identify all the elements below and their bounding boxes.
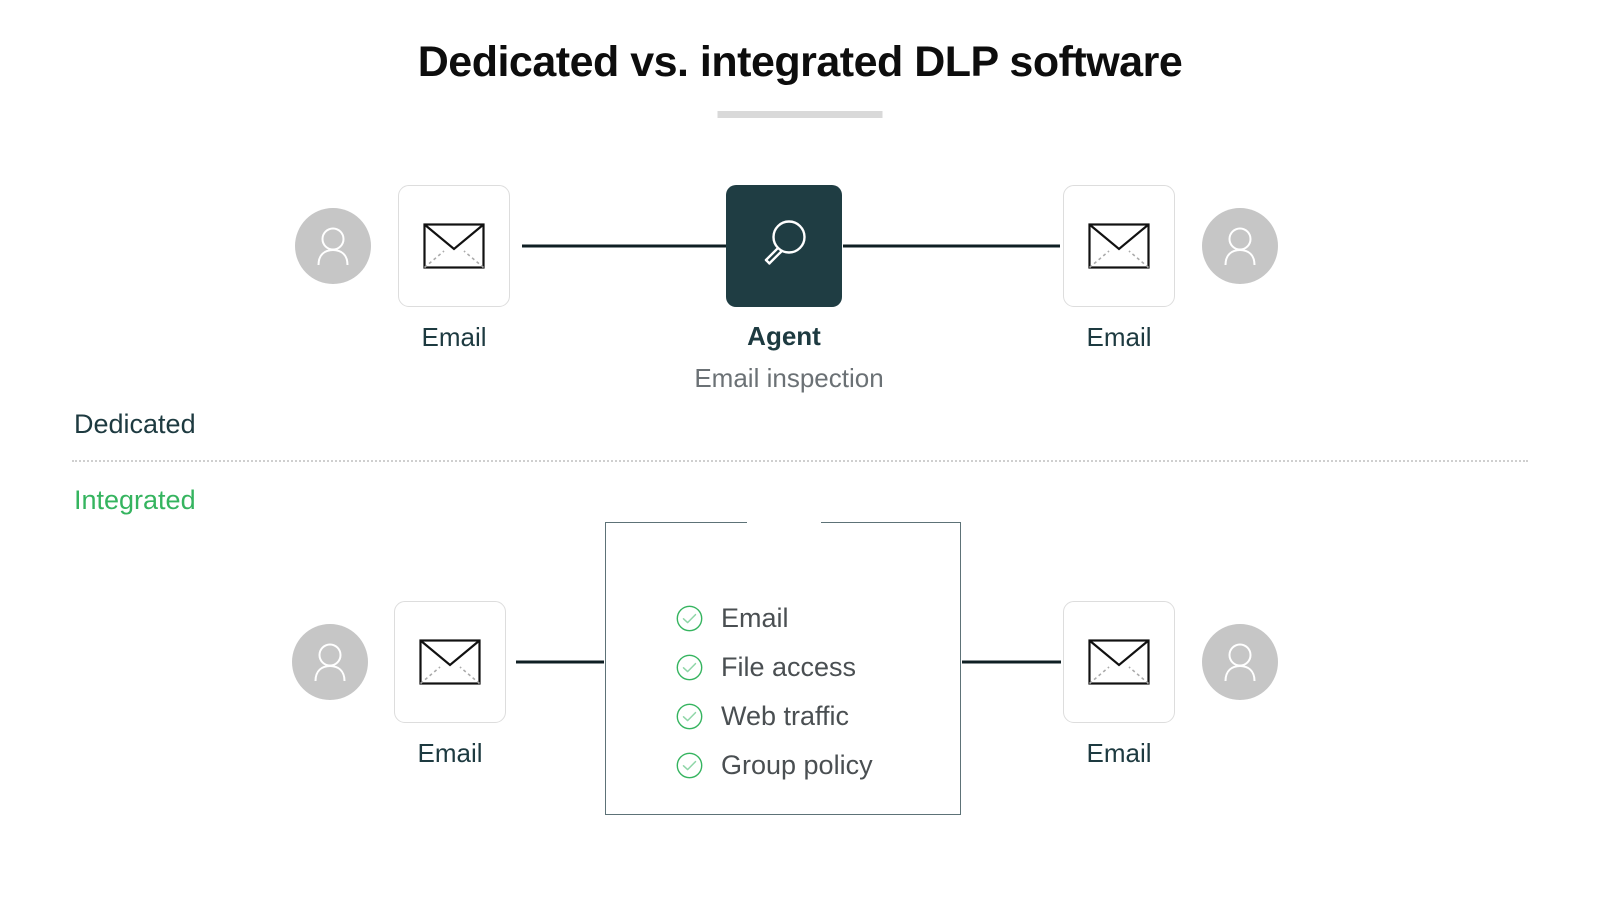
- person-icon: [1220, 225, 1260, 267]
- page-title: Dedicated vs. integrated DLP software: [417, 38, 1183, 86]
- list-item: Group policy: [676, 741, 873, 790]
- person-icon: [1220, 641, 1260, 683]
- dedicated-sender-email-card[interactable]: [398, 185, 510, 307]
- person-icon: [313, 225, 353, 267]
- envelope-icon: [423, 223, 485, 269]
- integrated-sender-email-card[interactable]: [394, 601, 506, 723]
- dedicated-sender-email-label: Email: [421, 322, 487, 352]
- envelope-icon: [1088, 639, 1150, 685]
- magnifier-icon: [755, 215, 813, 278]
- envelope-icon: [419, 639, 481, 685]
- title-underline-rule: [717, 111, 883, 118]
- section-label-dedicated: Dedicated: [74, 409, 196, 439]
- integrated-connector-left: [516, 660, 604, 664]
- dedicated-connector-right: [843, 244, 1060, 248]
- integrated-recipient-email-card[interactable]: [1063, 601, 1175, 723]
- integrated-recipient-email-label: Email: [1086, 738, 1152, 768]
- envelope-icon: [1088, 223, 1150, 269]
- email-card[interactable]: [1063, 601, 1175, 723]
- dedicated-connector-left: [522, 244, 726, 248]
- check-circle-icon: [676, 654, 703, 681]
- dedicated-agent-sublabel: Email inspection: [694, 363, 884, 393]
- integrated-check-list: Email File access Web traffic Group poli…: [676, 594, 873, 790]
- check-item-label: Web traffic: [721, 701, 850, 731]
- check-circle-icon: [676, 703, 703, 730]
- avatar: [292, 624, 368, 700]
- email-card[interactable]: [394, 601, 506, 723]
- check-item-label: File access: [721, 652, 857, 682]
- section-label-integrated: Integrated: [74, 485, 196, 515]
- integrated-connector-right: [962, 660, 1061, 664]
- panel-notch-mask: [747, 499, 821, 573]
- dedicated-recipient-email-card[interactable]: [1063, 185, 1175, 307]
- section-divider: [72, 460, 1528, 462]
- check-circle-icon: [676, 752, 703, 779]
- dedicated-agent-box[interactable]: [726, 185, 842, 307]
- integrated-sender-avatar: [292, 624, 368, 700]
- email-card[interactable]: [398, 185, 510, 307]
- dedicated-sender-avatar: [295, 208, 371, 284]
- agent-box[interactable]: [726, 185, 842, 307]
- email-card[interactable]: [1063, 185, 1175, 307]
- avatar: [1202, 624, 1278, 700]
- avatar: [1202, 208, 1278, 284]
- person-icon: [310, 641, 350, 683]
- list-item: File access: [676, 643, 873, 692]
- dedicated-recipient-avatar: [1202, 208, 1278, 284]
- dedicated-agent-label: Agent: [747, 321, 821, 351]
- integrated-sender-email-label: Email: [417, 738, 483, 768]
- check-circle-icon: [676, 605, 703, 632]
- list-item: Email: [676, 594, 873, 643]
- list-item: Web traffic: [676, 692, 873, 741]
- check-item-label: Email: [721, 603, 789, 633]
- check-item-label: Group policy: [721, 750, 873, 780]
- integrated-recipient-avatar: [1202, 624, 1278, 700]
- dedicated-recipient-email-label: Email: [1086, 322, 1152, 352]
- avatar: [295, 208, 371, 284]
